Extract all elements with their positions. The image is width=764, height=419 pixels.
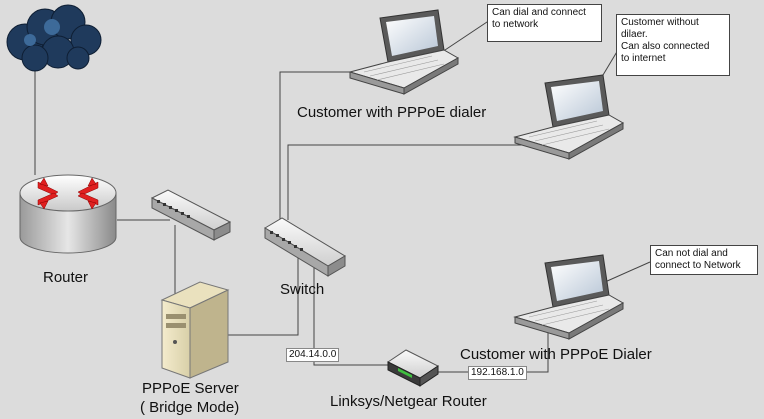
link-switch-linksys (313, 265, 390, 366)
customer-top-label: Customer with PPPoE dialer (297, 104, 487, 121)
link-server-switch (228, 245, 299, 336)
server-label: PPPoE Server (142, 380, 239, 397)
router-label: Router (43, 269, 89, 286)
callout-bottom-line-1: Can not dial and (655, 248, 728, 259)
customer-bottom-label: Customer with PPPoE Dialer (460, 346, 652, 363)
internet-cloud-icon (6, 4, 102, 72)
callout-middle: Customer without dilaer. Can also connec… (616, 14, 730, 76)
callout-middle-line-2: dilaer. (621, 29, 648, 40)
callout-top: Can dial and connect to network (487, 4, 602, 42)
callout-top-line-1: Can dial and connect (492, 7, 586, 18)
callout-top-line-2: to network (492, 19, 539, 30)
server-mode-label: ( Bridge Mode) (140, 399, 240, 416)
callout-middle-line-1: Customer without (621, 17, 699, 28)
server-tower-icon (160, 281, 230, 379)
connection-lines (34, 19, 651, 373)
network-address-left: 204.14.0.0 (286, 348, 340, 362)
laptop-icon-middle (513, 74, 625, 160)
laptop-icon-bottom (513, 254, 625, 340)
callout-middle-line-4: to internet (621, 53, 666, 64)
laptop-icon-top (348, 9, 460, 95)
switch-label: Switch (280, 281, 325, 298)
callout-pointer-bottom (604, 261, 651, 283)
router-icon (19, 174, 117, 254)
callout-middle-line-3: Can also connected (621, 41, 710, 52)
network-address-right: 192.168.1.0 (468, 366, 527, 380)
switch-icon (264, 217, 346, 277)
link-switch-laptop-top (279, 71, 355, 220)
link-switch-laptop-mid (287, 144, 528, 220)
network-hub-icon (150, 189, 232, 241)
home-router-icon (387, 349, 439, 387)
callout-bottom-line-2: connect to Network (655, 260, 741, 271)
linksys-label: Linksys/Netgear Router (330, 393, 487, 410)
callout-bottom: Can not dial and connect to Network (650, 245, 758, 275)
